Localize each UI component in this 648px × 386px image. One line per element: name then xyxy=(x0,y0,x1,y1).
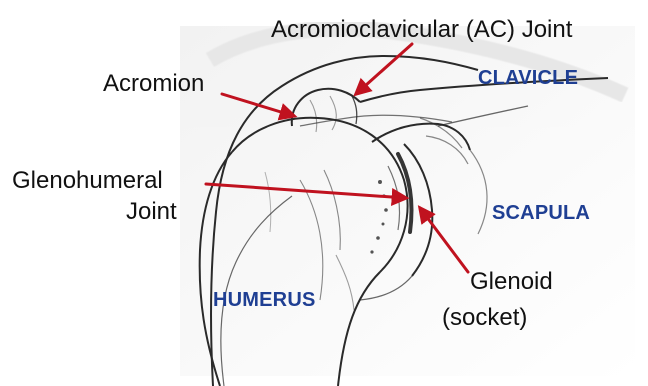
label-clavicle: CLAVICLE xyxy=(478,68,578,88)
label-glenoid-line1: Glenoid xyxy=(470,270,553,294)
label-acromion: Acromion xyxy=(103,72,204,96)
label-ac-joint: Acromioclavicular (AC) Joint xyxy=(271,18,572,42)
label-scapula: SCAPULA xyxy=(492,203,590,223)
label-glenoid-line2: (socket) xyxy=(442,306,527,330)
label-humerus: HUMERUS xyxy=(213,290,316,310)
label-glenohumeral-line2: Joint xyxy=(126,200,177,224)
label-glenohumeral-line1: Glenohumeral xyxy=(12,169,163,193)
